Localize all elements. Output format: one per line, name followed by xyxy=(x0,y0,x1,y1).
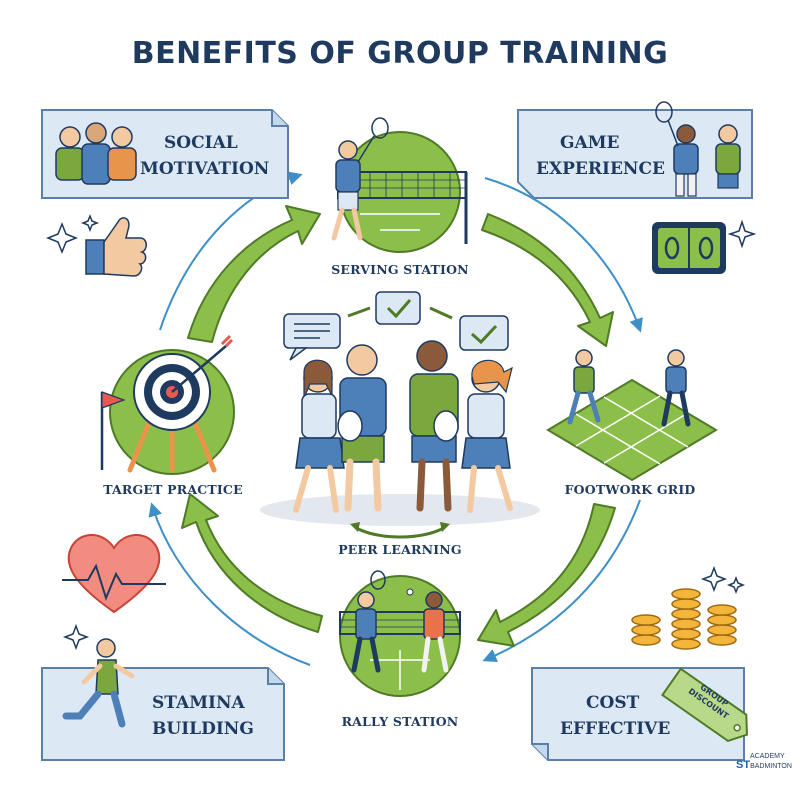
sparkle-icon xyxy=(45,213,100,255)
sparkle-icon xyxy=(62,623,90,651)
academy-logo: ACADEMY STBADMINTON xyxy=(736,752,792,778)
serving-station-label: SERVING STATION xyxy=(331,262,469,277)
rally-station-illustration xyxy=(339,570,461,697)
stamina-building-line2: BUILDING xyxy=(152,719,254,739)
serving-station-illustration xyxy=(331,117,468,253)
card-social-motivation xyxy=(41,109,289,199)
card-game-experience xyxy=(517,101,753,199)
arrow-footwork-to-rally xyxy=(477,503,616,647)
players-high-five-icon xyxy=(655,101,741,197)
peer-learning-illustration xyxy=(260,291,540,539)
stamina-building-label: STAMINA BUILDING xyxy=(152,690,254,742)
student-boy-left xyxy=(337,344,387,512)
game-experience-line2: EXPERIENCE xyxy=(536,159,665,179)
student-boy-right xyxy=(409,340,459,512)
social-motivation-label: SOCIAL MOTIVATION xyxy=(140,130,269,182)
sparkle-icon xyxy=(700,565,746,595)
cost-effective-line1: COST xyxy=(586,693,640,713)
stamina-building-line1: STAMINA xyxy=(152,693,245,713)
student-girl-left xyxy=(293,359,345,513)
rally-station-label: RALLY STATION xyxy=(341,714,459,729)
arrow-serving-to-footwork xyxy=(481,213,614,347)
runner-icon xyxy=(62,638,135,728)
cost-effective-label: COST EFFECTIVE xyxy=(560,690,670,742)
arrow-rally-to-target xyxy=(181,493,323,633)
speech-bubble-icon xyxy=(283,313,341,361)
arrow-target-to-serving xyxy=(187,205,321,343)
target-practice-label: TARGET PRACTICE xyxy=(103,482,243,497)
logo-line3: BADMINTON xyxy=(750,763,792,770)
game-experience-label: GAME EXPERIENCE xyxy=(536,130,665,182)
group-hug-icon xyxy=(55,122,137,185)
sparkle-icon xyxy=(727,219,757,249)
thumbs-up-icon xyxy=(85,217,147,277)
student-girl-right xyxy=(461,359,513,513)
coin-stacks-icon xyxy=(631,588,737,650)
footwork-grid-label: FOOTWORK GRID xyxy=(564,482,696,497)
social-motivation-line2: MOTIVATION xyxy=(140,159,270,179)
social-motivation-line1: SOCIAL xyxy=(164,133,238,153)
check-bubble-icon xyxy=(375,291,421,325)
card-cost-effective xyxy=(531,667,748,761)
footwork-grid-illustration xyxy=(546,349,718,482)
scoreboard-icon xyxy=(652,222,726,274)
page-title: BENEFITS OF GROUP TRAINING xyxy=(131,36,669,71)
heart-pulse-icon xyxy=(62,534,166,614)
target-practice-illustration xyxy=(100,334,235,475)
inner-green-arrows xyxy=(181,205,616,647)
price-tag-icon xyxy=(661,667,748,743)
game-experience-line1: GAME xyxy=(560,133,620,153)
peer-learning-label: PEER LEARNING xyxy=(338,542,462,557)
cost-effective-line2: EFFECTIVE xyxy=(560,719,671,739)
logo-line1: ACADEMY xyxy=(750,753,785,760)
card-stamina-building xyxy=(41,638,285,761)
logo-st: ST xyxy=(736,759,751,771)
check-bubble-icon xyxy=(459,315,509,351)
